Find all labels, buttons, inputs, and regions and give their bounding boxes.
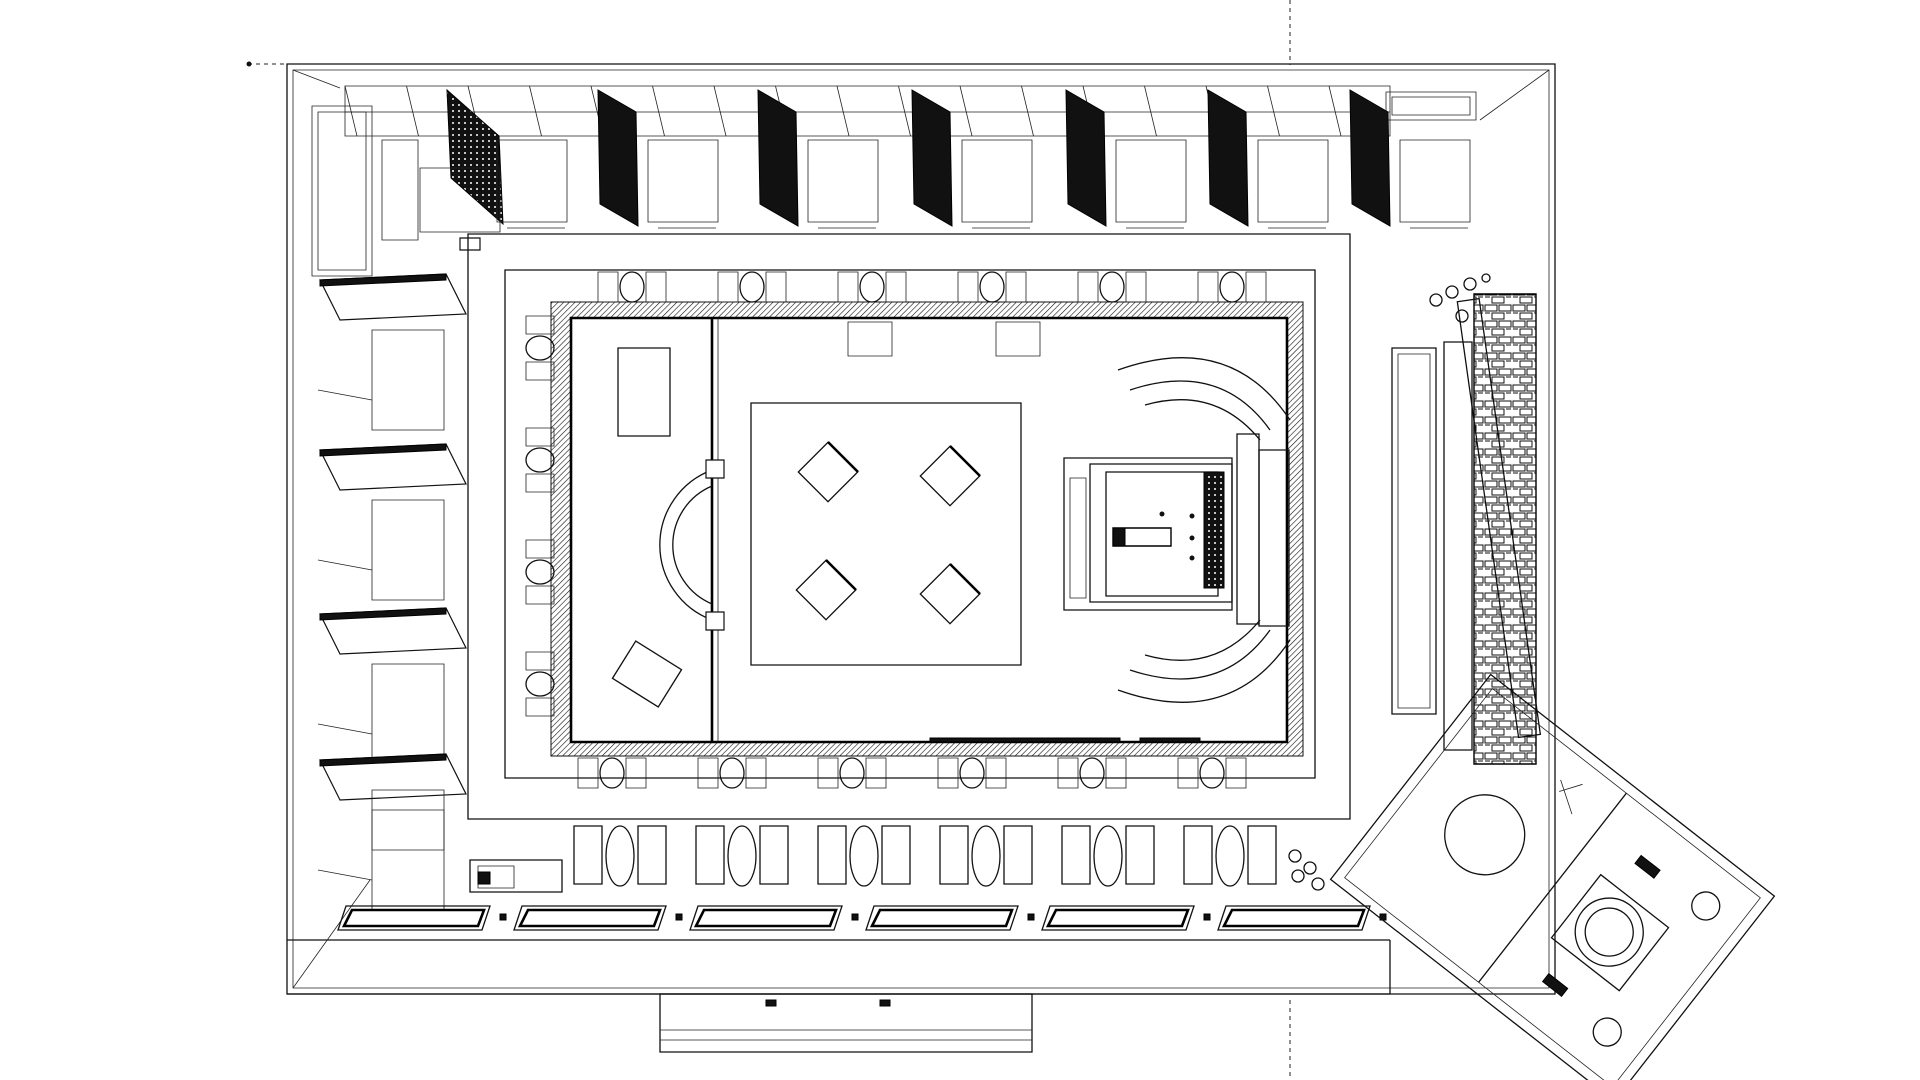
chair-pair	[958, 272, 1026, 302]
dark-panel	[912, 90, 1032, 228]
planters	[1289, 850, 1324, 890]
left-wall-window	[312, 106, 500, 276]
chair-pair	[1178, 758, 1246, 788]
chair-pair	[526, 316, 554, 380]
bottom-chair-pair	[940, 826, 1032, 886]
chair-pair	[938, 758, 1006, 788]
dark-panel	[447, 90, 567, 228]
chair-pair	[1078, 272, 1146, 302]
floor-mat	[1042, 906, 1210, 930]
left-alcove	[612, 348, 724, 707]
side-shelf	[318, 274, 466, 430]
reference-lines	[246, 0, 1291, 1080]
bottom-chair-pair	[574, 826, 666, 886]
chair-pair	[578, 758, 646, 788]
chair-pair	[598, 272, 666, 302]
side-shelf	[372, 790, 444, 850]
left-side-shelves	[318, 274, 466, 910]
dark-panel	[1350, 90, 1470, 228]
floor-mat	[690, 906, 858, 930]
top-display-panels	[447, 90, 1470, 228]
chair-pair	[818, 758, 886, 788]
bottom-floor-mats	[338, 906, 1386, 930]
seating-chairs	[526, 272, 1276, 886]
chair-pair	[718, 272, 786, 302]
chair-pair	[526, 540, 554, 604]
stage-area	[1064, 358, 1290, 703]
dark-panel	[1208, 90, 1328, 228]
floor-mat	[514, 906, 682, 930]
bottom-chair-pair	[818, 826, 910, 886]
right-bookshelf-wall	[1392, 274, 1540, 764]
chair-pair	[1058, 758, 1126, 788]
entrance-steps	[660, 994, 1032, 1052]
chair-pair	[698, 758, 766, 788]
floor-mat	[866, 906, 1034, 930]
annex-room	[1331, 674, 1775, 1080]
dark-panel	[1066, 90, 1186, 228]
top-ceiling-grid	[345, 86, 1476, 136]
bottom-chair-pair	[696, 826, 788, 886]
central-tables	[796, 442, 980, 624]
side-shelf	[318, 754, 466, 910]
chair-pair	[526, 652, 554, 716]
cabinet	[470, 860, 562, 892]
side-shelf	[318, 444, 466, 600]
dark-panel	[758, 90, 878, 228]
bottom-chair-pair	[1184, 826, 1276, 886]
floor-mat	[1218, 906, 1386, 930]
chair-pair	[526, 428, 554, 492]
dark-panel	[598, 90, 718, 228]
main-platform	[551, 302, 1303, 756]
bottom-chair-pair	[1062, 826, 1154, 886]
side-shelf	[318, 608, 466, 764]
chair-pair	[838, 272, 906, 302]
inner-floor-zone	[468, 234, 1350, 819]
chair-pair	[1198, 272, 1266, 302]
central-rug	[751, 403, 1021, 665]
floor-mat	[338, 906, 506, 930]
